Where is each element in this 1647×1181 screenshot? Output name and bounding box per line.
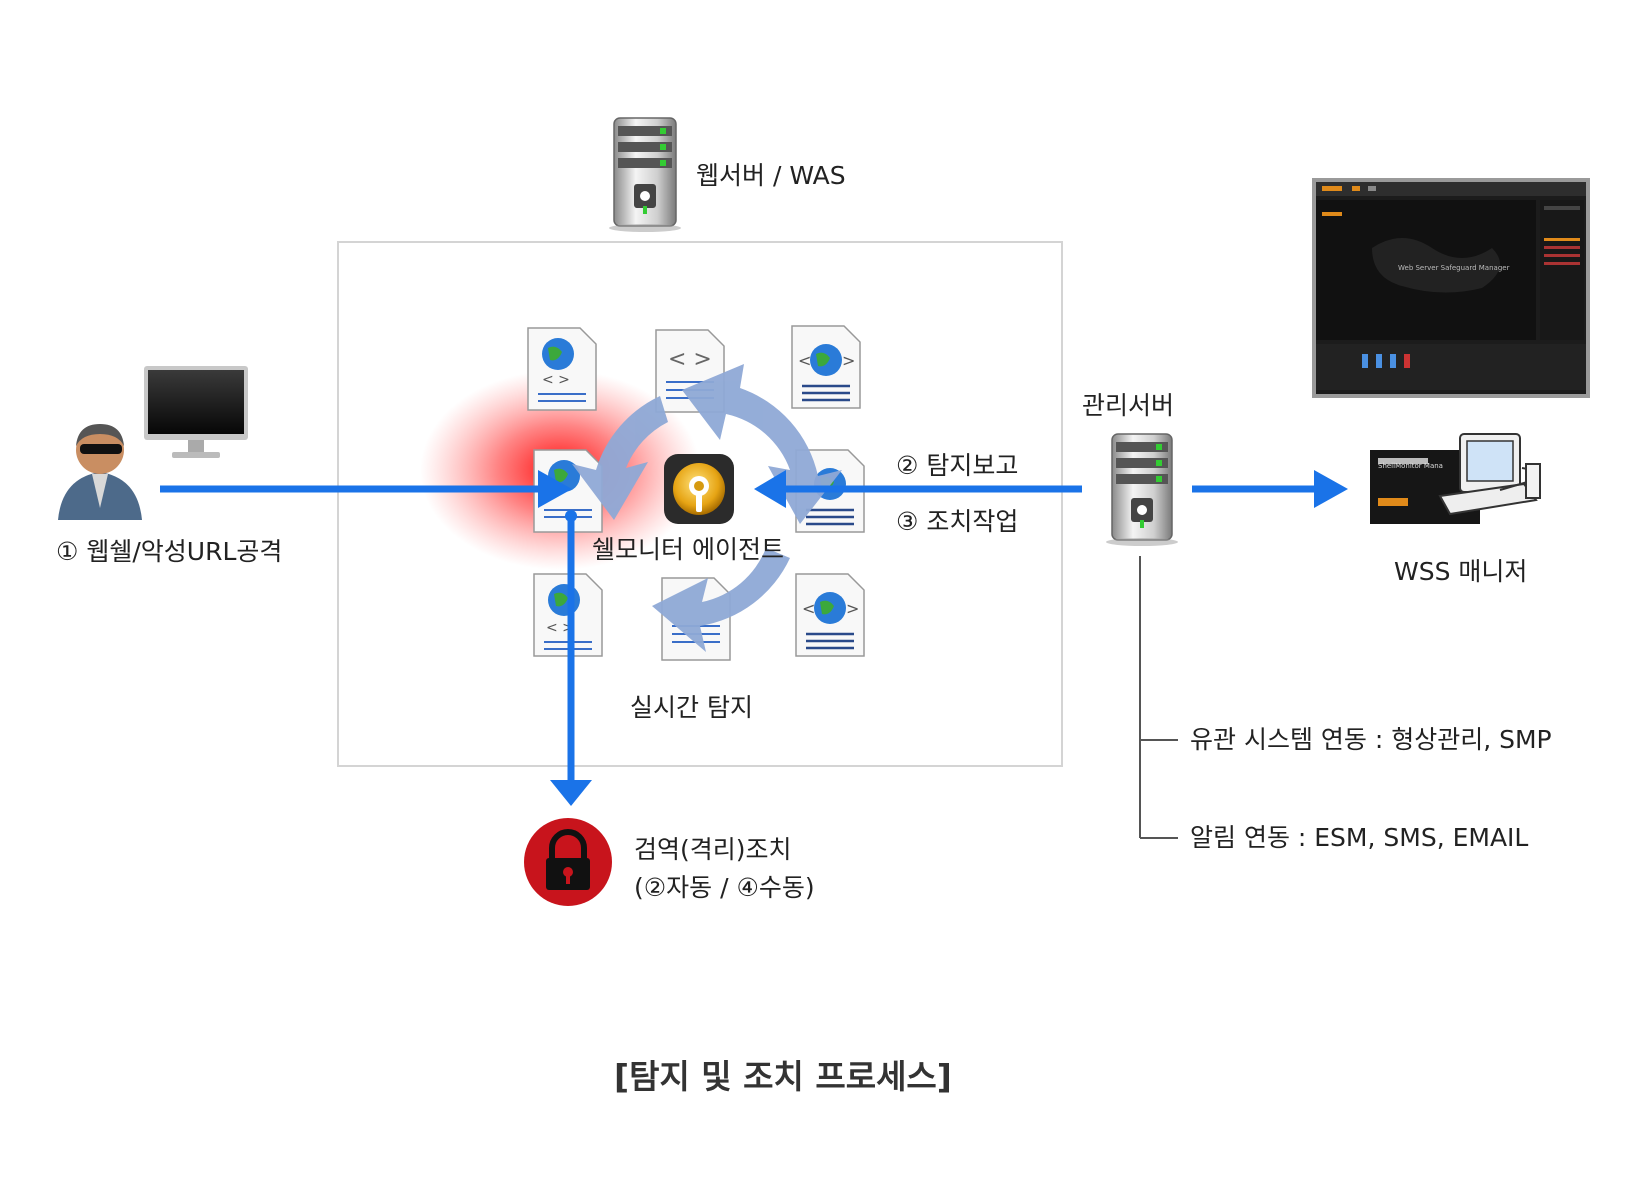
screenshot-icon: Web Server Safeguard Manager [1312, 178, 1590, 398]
web-page-icon: <> [795, 573, 865, 657]
alert-label: 알림 연동 : ESM, SMS, EMAIL [1190, 823, 1529, 852]
diagram-caption: [탐지 및 조치 프로세스] [614, 1057, 952, 1096]
svg-text:< >: < > [668, 347, 712, 372]
quarantine-label: 검역(격리)조치 [634, 835, 792, 864]
arrows [160, 470, 1348, 806]
screen-title: Web Server Safeguard Manager [1398, 264, 1510, 272]
mini-screen-title: ShellMonitor Mana [1378, 462, 1443, 470]
pc-icon: ShellMonitor Mana [1370, 433, 1541, 524]
quarantine-mode-label: (②자동 / ④수동) [634, 873, 815, 902]
svg-text:< >: < > [542, 372, 570, 388]
svg-text:<: < [802, 599, 815, 618]
attacker-icon [58, 424, 142, 520]
web-page-icon: <> [791, 325, 861, 409]
lock-icon [524, 818, 612, 906]
agent-icon [664, 454, 734, 524]
connector-lines [1139, 556, 1178, 839]
integration-label: 유관 시스템 연동 : 형상관리, SMP [1190, 725, 1552, 754]
action-work-label: ③ 조치작업 [896, 507, 1019, 536]
cycle-arrows [572, 364, 842, 652]
svg-text:>: > [846, 599, 859, 618]
svg-text:>: > [842, 351, 855, 370]
detect-report-label: ② 탐지보고 [896, 451, 1019, 480]
mgmt-server-label: 관리서버 [1082, 391, 1175, 420]
svg-text:<: < [798, 351, 811, 370]
monitor-icon [144, 366, 248, 458]
wss-manager-label: WSS 매니저 [1394, 557, 1528, 586]
webserver-label: 웹서버 / WAS [696, 161, 846, 190]
agent-label: 쉘모니터 에이전트 [592, 535, 784, 564]
attack-label: ① 웹쉘/악성URL공격 [56, 537, 283, 566]
realtime-label: 실시간 탐지 [630, 693, 753, 722]
svg-text:< >: < > [546, 620, 574, 636]
web-page-icon: < > [527, 327, 597, 411]
server-icon [609, 117, 681, 232]
server-icon [1106, 433, 1178, 546]
